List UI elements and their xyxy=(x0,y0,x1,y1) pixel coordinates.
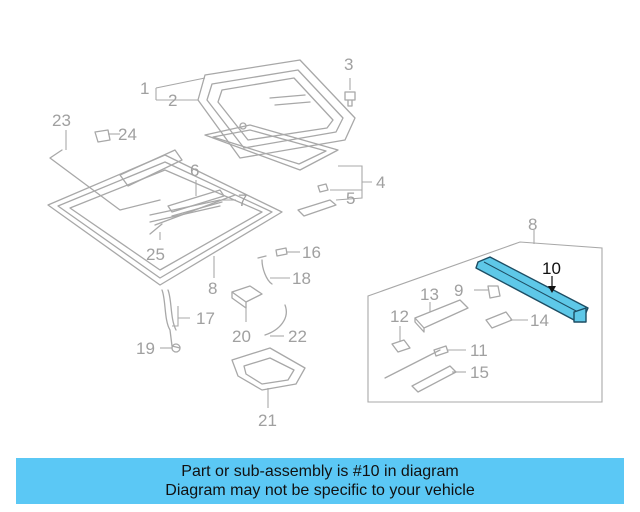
callout-7: 7 xyxy=(238,191,247,210)
callout-16: 16 xyxy=(302,243,321,262)
rail-part-6-7[interactable] xyxy=(167,189,225,217)
callout-10: 10 xyxy=(542,259,561,278)
callout-9: 9 xyxy=(454,281,463,300)
callout-15: 15 xyxy=(470,363,489,382)
callout-17: 17 xyxy=(196,309,215,328)
callout-8-sub: 8 xyxy=(528,215,537,234)
callout-22: 22 xyxy=(288,327,307,346)
guide-part-5[interactable] xyxy=(297,183,337,217)
callout-5: 5 xyxy=(346,189,355,208)
callout-21: 21 xyxy=(258,411,277,430)
callout-18: 18 xyxy=(292,269,311,288)
subassembly-box xyxy=(367,241,603,403)
sunroof-glass-panel[interactable] xyxy=(197,59,356,159)
sunroof-frame-tray[interactable] xyxy=(204,122,339,171)
guide-part-13[interactable] xyxy=(414,299,469,333)
clip-part-16[interactable] xyxy=(275,247,288,257)
hose-part-18[interactable] xyxy=(257,255,273,285)
callout-1: 1 xyxy=(140,79,149,98)
callout-19: 19 xyxy=(136,339,155,358)
banner-line-1: Part or sub-assembly is #10 in diagram xyxy=(181,463,459,480)
leader-lines xyxy=(65,77,556,408)
bracket-part-21[interactable] xyxy=(231,347,306,391)
banner-line-2: Diagram may not be specific to your vehi… xyxy=(165,482,475,499)
callout-25: 25 xyxy=(146,245,165,264)
hose-part-17-19[interactable] xyxy=(161,289,181,353)
cable-part-11[interactable] xyxy=(384,345,449,379)
callout-14: 14 xyxy=(530,311,549,330)
callout-23: 23 xyxy=(52,111,71,130)
callout-3: 3 xyxy=(344,55,353,74)
bolt-part-3[interactable] xyxy=(344,91,356,107)
callout-20: 20 xyxy=(232,327,251,346)
motor-part-20[interactable] xyxy=(231,285,263,309)
clip-part-9[interactable] xyxy=(487,285,501,299)
rail-part-15[interactable] xyxy=(411,365,457,393)
clip-part-14[interactable] xyxy=(485,311,513,329)
callout-labels: 1 2 3 4 5 6 7 8 8 9 10 11 12 13 14 15 16… xyxy=(52,55,561,430)
callout-12: 12 xyxy=(390,307,409,326)
highlighted-part-10[interactable] xyxy=(475,256,589,323)
callout-8-main: 8 xyxy=(208,279,217,298)
info-banner: Part or sub-assembly is #10 in diagram D… xyxy=(16,458,624,504)
deflector-part-25[interactable] xyxy=(149,223,163,235)
clip-part-12[interactable] xyxy=(391,339,411,353)
callout-4: 4 xyxy=(376,173,385,192)
callout-13: 13 xyxy=(420,285,439,304)
clip-part-24[interactable] xyxy=(94,129,111,143)
cable-part-22[interactable] xyxy=(264,304,287,336)
callout-11: 11 xyxy=(470,341,488,360)
sunroof-housing[interactable] xyxy=(47,149,283,286)
drain-hose-part-23[interactable] xyxy=(49,149,161,211)
parts-diagram: 1 2 3 4 5 6 7 8 8 9 10 11 12 13 14 15 16… xyxy=(47,55,603,430)
callout-24: 24 xyxy=(118,125,137,144)
callout-6: 6 xyxy=(190,161,199,180)
callout-2: 2 xyxy=(168,91,177,110)
